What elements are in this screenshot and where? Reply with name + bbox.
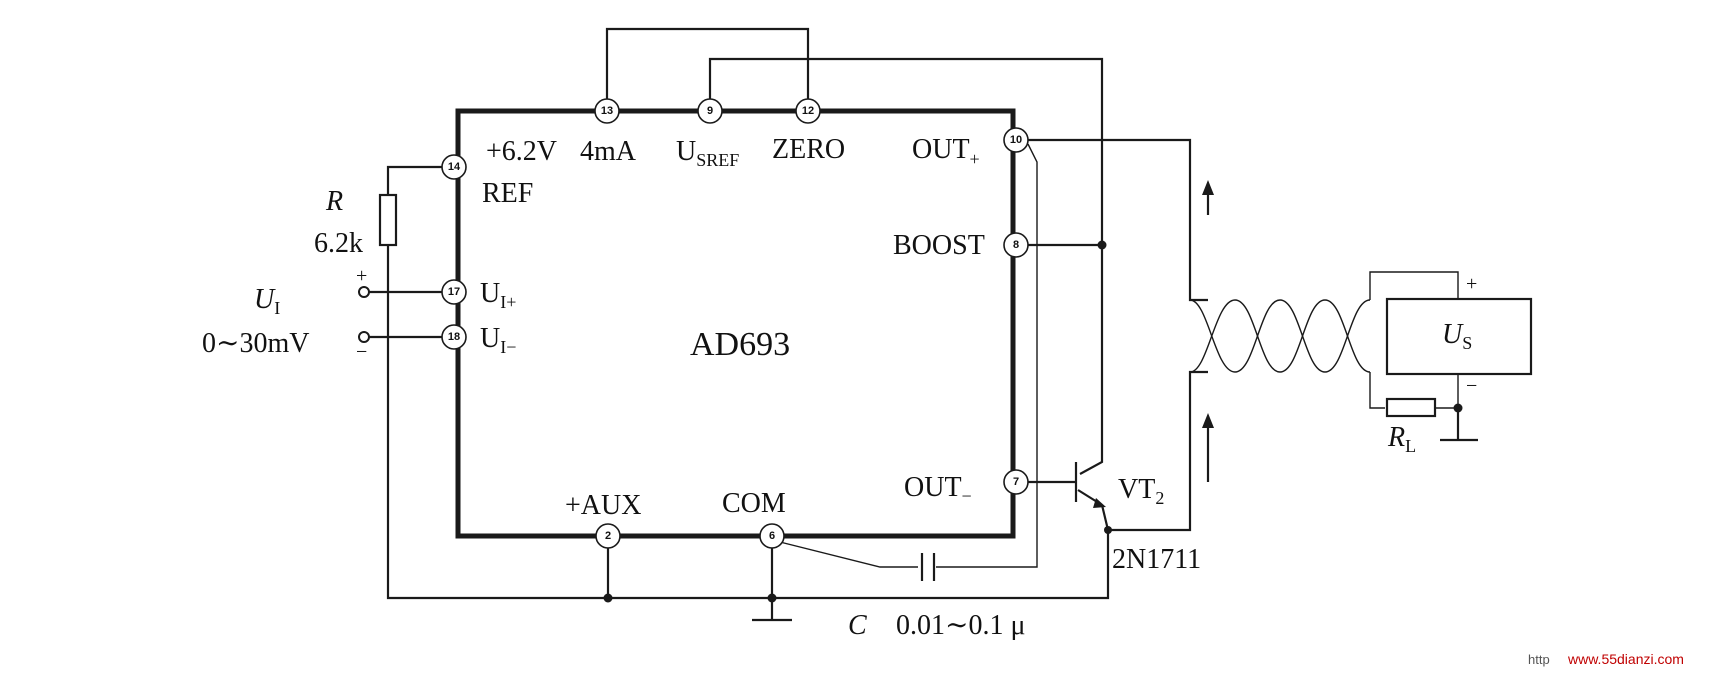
label-ui-minus: UI−: [480, 323, 516, 357]
pin-12: 12: [795, 98, 821, 124]
arrow-up-1-head: [1202, 180, 1214, 195]
label-4ma: 4mA: [580, 136, 637, 167]
label-r-value: 6.2k: [314, 228, 363, 259]
label-aux: +AUX: [565, 490, 641, 521]
label-ui-range: 0∼30mV: [202, 328, 309, 359]
label-r-name: R: [325, 186, 343, 217]
label-2n1711: 2N1711: [1112, 544, 1201, 575]
label-ui-plus: UI+: [480, 278, 516, 312]
label-zero: ZERO: [772, 134, 845, 165]
chip-name: AD693: [690, 326, 790, 363]
junction-emitter: [1104, 526, 1112, 534]
label-c-value: 0.01∼0.1 μ: [896, 610, 1025, 641]
wire-load-top: [1369, 271, 1459, 300]
label-6v2: +6.2V: [486, 136, 557, 167]
label-rl: RL: [1387, 422, 1416, 456]
pin-9: 9: [697, 98, 723, 124]
pin-18: 18: [441, 324, 467, 350]
svg-text:7: 7: [1013, 476, 1019, 488]
label-com: COM: [722, 488, 786, 519]
label-usref: USREF: [676, 136, 739, 170]
pin-8: 8: [1003, 232, 1029, 258]
pin-14: 14: [441, 154, 467, 180]
resistor-r: [378, 193, 398, 247]
label-ui-minus-sign: −: [356, 341, 367, 363]
wire-rl-us: [1435, 374, 1459, 409]
svg-text:6: 6: [769, 530, 775, 542]
terminal-ui-plus: [358, 286, 370, 298]
label-boost: BOOST: [893, 230, 985, 261]
label-us: US: [1442, 319, 1472, 353]
label-ref: REF: [482, 178, 533, 209]
resistor-rl: [1385, 397, 1437, 418]
svg-text:14: 14: [448, 161, 461, 173]
wire-ground-loop: [386, 245, 1110, 600]
twisted-pair-b: [1189, 299, 1371, 373]
terminal-ui-minus: [358, 331, 370, 343]
svg-text:8: 8: [1013, 239, 1019, 251]
label-ui: UI: [254, 284, 280, 318]
twisted-pair-a: [1189, 299, 1371, 373]
wire-ref-r: [386, 165, 458, 195]
wire-9-boost: [708, 57, 1104, 245]
label-out-minus: OUT−: [904, 472, 972, 506]
svg-text:9: 9: [707, 105, 713, 117]
svg-text:10: 10: [1010, 134, 1022, 146]
wire-out-plus-line: [1028, 138, 1208, 302]
label-c-name: C: [848, 610, 867, 641]
wire-collector: [1079, 245, 1104, 475]
arrow-up-2-head: [1202, 413, 1214, 428]
svg-text:18: 18: [448, 331, 460, 343]
junction-com: [767, 593, 777, 603]
svg-text:2: 2: [605, 530, 611, 542]
wire-emitter-line: [1100, 370, 1208, 532]
wire-load-bottom: [1369, 372, 1385, 409]
pin-17: 17: [441, 279, 467, 305]
wire-cap-out-plus: [936, 143, 1038, 568]
pin-10: 10: [1003, 127, 1029, 153]
junction-aux: [603, 593, 613, 603]
label-ui-plus-sign: +: [356, 265, 367, 287]
label-out-plus: OUT+: [912, 134, 980, 169]
svg-text:12: 12: [802, 105, 814, 117]
us-box: [1385, 297, 1533, 376]
pin-6: 6: [759, 523, 785, 549]
wire-13-12: [605, 27, 810, 111]
label-us-minus: −: [1466, 375, 1477, 397]
svg-text:17: 17: [448, 286, 460, 298]
ad693-chip-body: [455, 108, 1016, 539]
svg-text:13: 13: [601, 105, 613, 117]
label-vt2: VT2: [1118, 474, 1164, 508]
wire-com-cap: [771, 539, 918, 568]
pin-2: 2: [595, 523, 621, 549]
watermark-prefix: http: [1528, 652, 1550, 667]
watermark-url: www.55dianzi.com: [1567, 651, 1684, 667]
pin-13: 13: [594, 98, 620, 124]
pin-7: 7: [1003, 469, 1029, 495]
label-us-plus: +: [1466, 273, 1477, 295]
